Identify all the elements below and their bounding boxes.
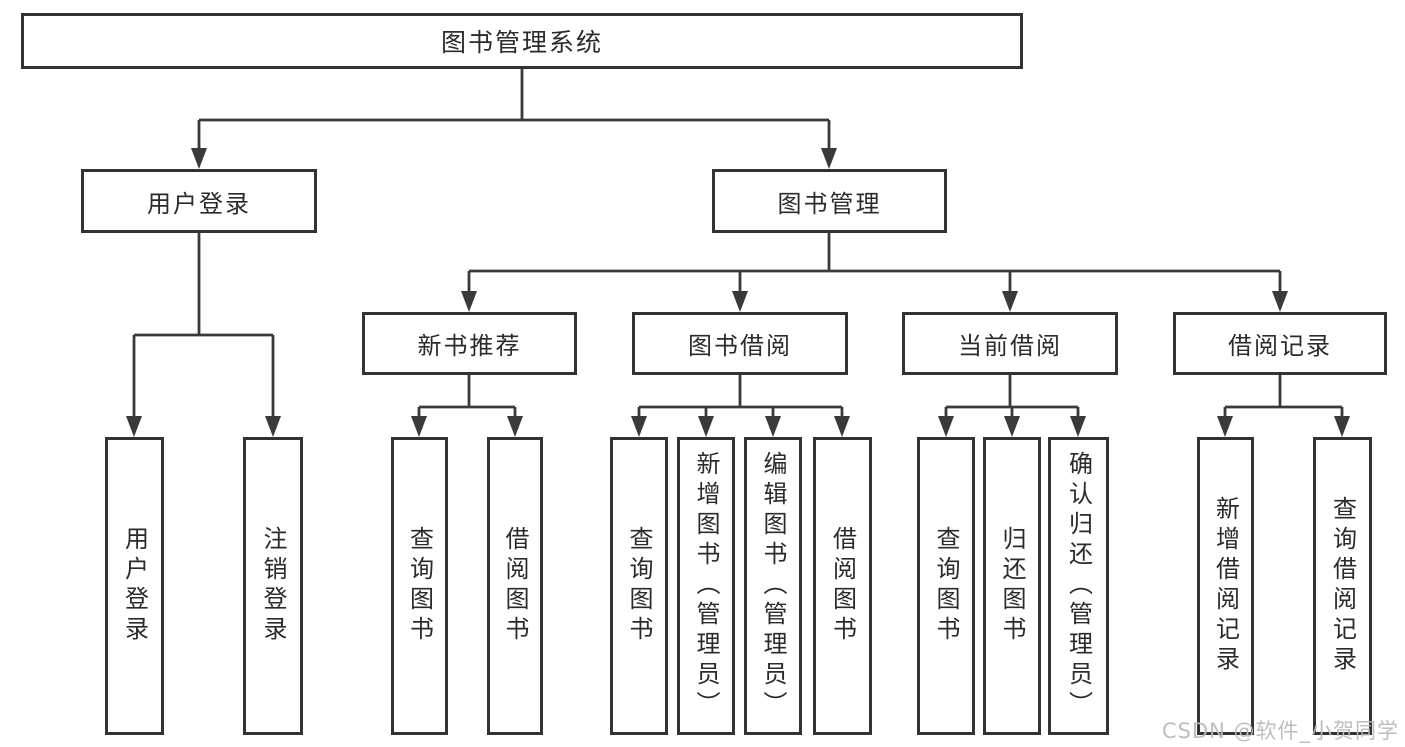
node-current-borrow: 当前借阅	[902, 312, 1118, 375]
node-book-borrow: 图书借阅	[632, 312, 848, 375]
leaf-query-books-borrow: 查询图书	[610, 437, 668, 735]
leaf-confirm-return-admin: 确认归还（管理员）	[1048, 437, 1109, 735]
leaf-borrow-books-recommend: 借阅图书	[487, 437, 543, 735]
leaf-query-books-current: 查询图书	[917, 437, 975, 735]
leaf-query-borrow-record: 查询借阅记录	[1313, 437, 1372, 735]
node-borrow-records: 借阅记录	[1173, 312, 1387, 375]
leaf-query-books-recommend: 查询图书	[391, 437, 448, 735]
leaf-add-borrow-record: 新增借阅记录	[1197, 437, 1254, 735]
node-user-login: 用户登录	[81, 169, 317, 233]
leaf-logout: 注销登录	[243, 437, 303, 735]
leaf-user-login: 用户登录	[105, 437, 164, 735]
leaf-edit-books-admin: 编辑图书（管理员）	[744, 437, 802, 735]
node-library-management-system: 图书管理系统	[21, 13, 1023, 69]
csdn-watermark: CSDN @软件_小贺同学	[1161, 719, 1399, 743]
leaf-borrow-books: 借阅图书	[813, 437, 872, 735]
leaf-return-books: 归还图书	[983, 437, 1041, 735]
node-new-book-recommend: 新书推荐	[362, 312, 577, 375]
node-book-management: 图书管理	[712, 169, 947, 233]
leaf-add-books-admin: 新增图书（管理员）	[677, 437, 735, 735]
